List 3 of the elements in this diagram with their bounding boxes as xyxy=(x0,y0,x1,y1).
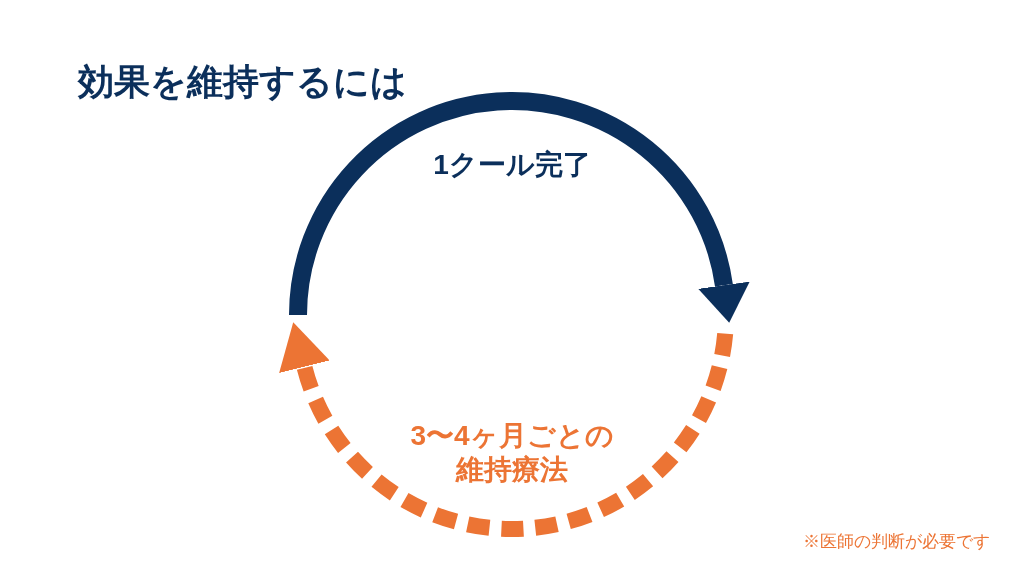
note: ※医師の判断が必要です xyxy=(803,531,990,553)
title: 効果を維持するには xyxy=(78,60,407,103)
arrow-label: 1クール完了 xyxy=(433,148,591,182)
